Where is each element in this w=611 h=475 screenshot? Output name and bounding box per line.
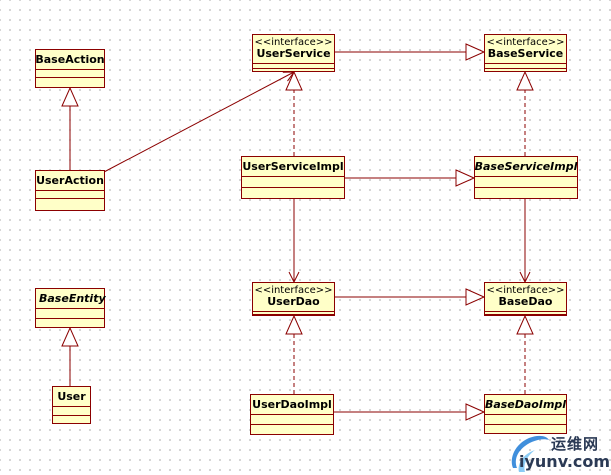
attributes-section [475, 177, 577, 188]
class-user-service[interactable]: <<interface>> UserService [252, 34, 335, 72]
watermark-en-text: iyunv.com [519, 452, 611, 471]
class-name: BaseServiceImpl [474, 159, 578, 173]
attributes-section [36, 191, 104, 199]
operations-section [485, 315, 566, 317]
class-name: UserService [256, 47, 331, 61]
stereotype-label: <<interface>> [486, 284, 565, 296]
class-base-dao[interactable]: <<interface>> BaseDao [484, 282, 567, 316]
attributes-section [251, 415, 333, 425]
class-user-dao-impl[interactable]: UserDaoImpl [250, 394, 334, 435]
class-name: UserServiceImpl [242, 159, 344, 173]
attributes-section [36, 70, 104, 78]
attributes-section [253, 64, 334, 69]
attributes-section [485, 64, 566, 69]
operations-section [475, 188, 577, 198]
attributes-section [53, 407, 90, 416]
class-base-entity[interactable]: BaseEntity [35, 288, 106, 328]
operations-section [253, 315, 334, 317]
edge-useraction-to-userservice [103, 72, 294, 173]
class-name: BaseEntity [39, 291, 106, 305]
class-base-action[interactable]: BaseAction [35, 49, 105, 88]
attributes-section [242, 177, 344, 188]
operations-section [53, 416, 90, 424]
class-name: UserDao [267, 295, 320, 309]
operations-section [36, 78, 104, 85]
operations-section [36, 319, 104, 328]
attributes-section [485, 415, 566, 425]
class-name: BaseAction [35, 52, 105, 66]
class-user-action[interactable]: UserAction [35, 170, 105, 211]
class-name: UserAction [36, 173, 104, 187]
class-base-service[interactable]: <<interface>> BaseService [484, 34, 567, 72]
attributes-section [36, 309, 104, 319]
stereotype-label: <<interface>> [486, 36, 565, 48]
stereotype-label: <<interface>> [254, 36, 333, 48]
operations-section [242, 188, 344, 198]
class-name: BaseService [487, 47, 564, 61]
operations-section [36, 199, 104, 206]
operations-section [251, 425, 333, 434]
class-name: User [57, 389, 86, 403]
attributes-section [485, 312, 566, 315]
class-base-service-impl[interactable]: BaseServiceImpl [474, 156, 578, 199]
class-user-dao[interactable]: <<interface>> UserDao [252, 282, 335, 316]
watermark: 运维网 iyunv.com [505, 428, 611, 475]
class-user-service-impl[interactable]: UserServiceImpl [241, 156, 345, 199]
class-name: BaseDao [498, 295, 553, 309]
class-base-dao-impl[interactable]: BaseDaoImpl [484, 394, 567, 434]
operations-section [253, 69, 334, 73]
stereotype-label: <<interface>> [254, 284, 333, 296]
swoosh-logo-icon [511, 435, 549, 472]
watermark-cn-text: 运维网 [551, 435, 600, 453]
operations-section [485, 69, 566, 73]
attributes-section [253, 312, 334, 315]
class-name: UserDaoImpl [252, 397, 332, 411]
class-name: BaseDaoImpl [484, 397, 567, 411]
class-user[interactable]: User [52, 386, 91, 424]
